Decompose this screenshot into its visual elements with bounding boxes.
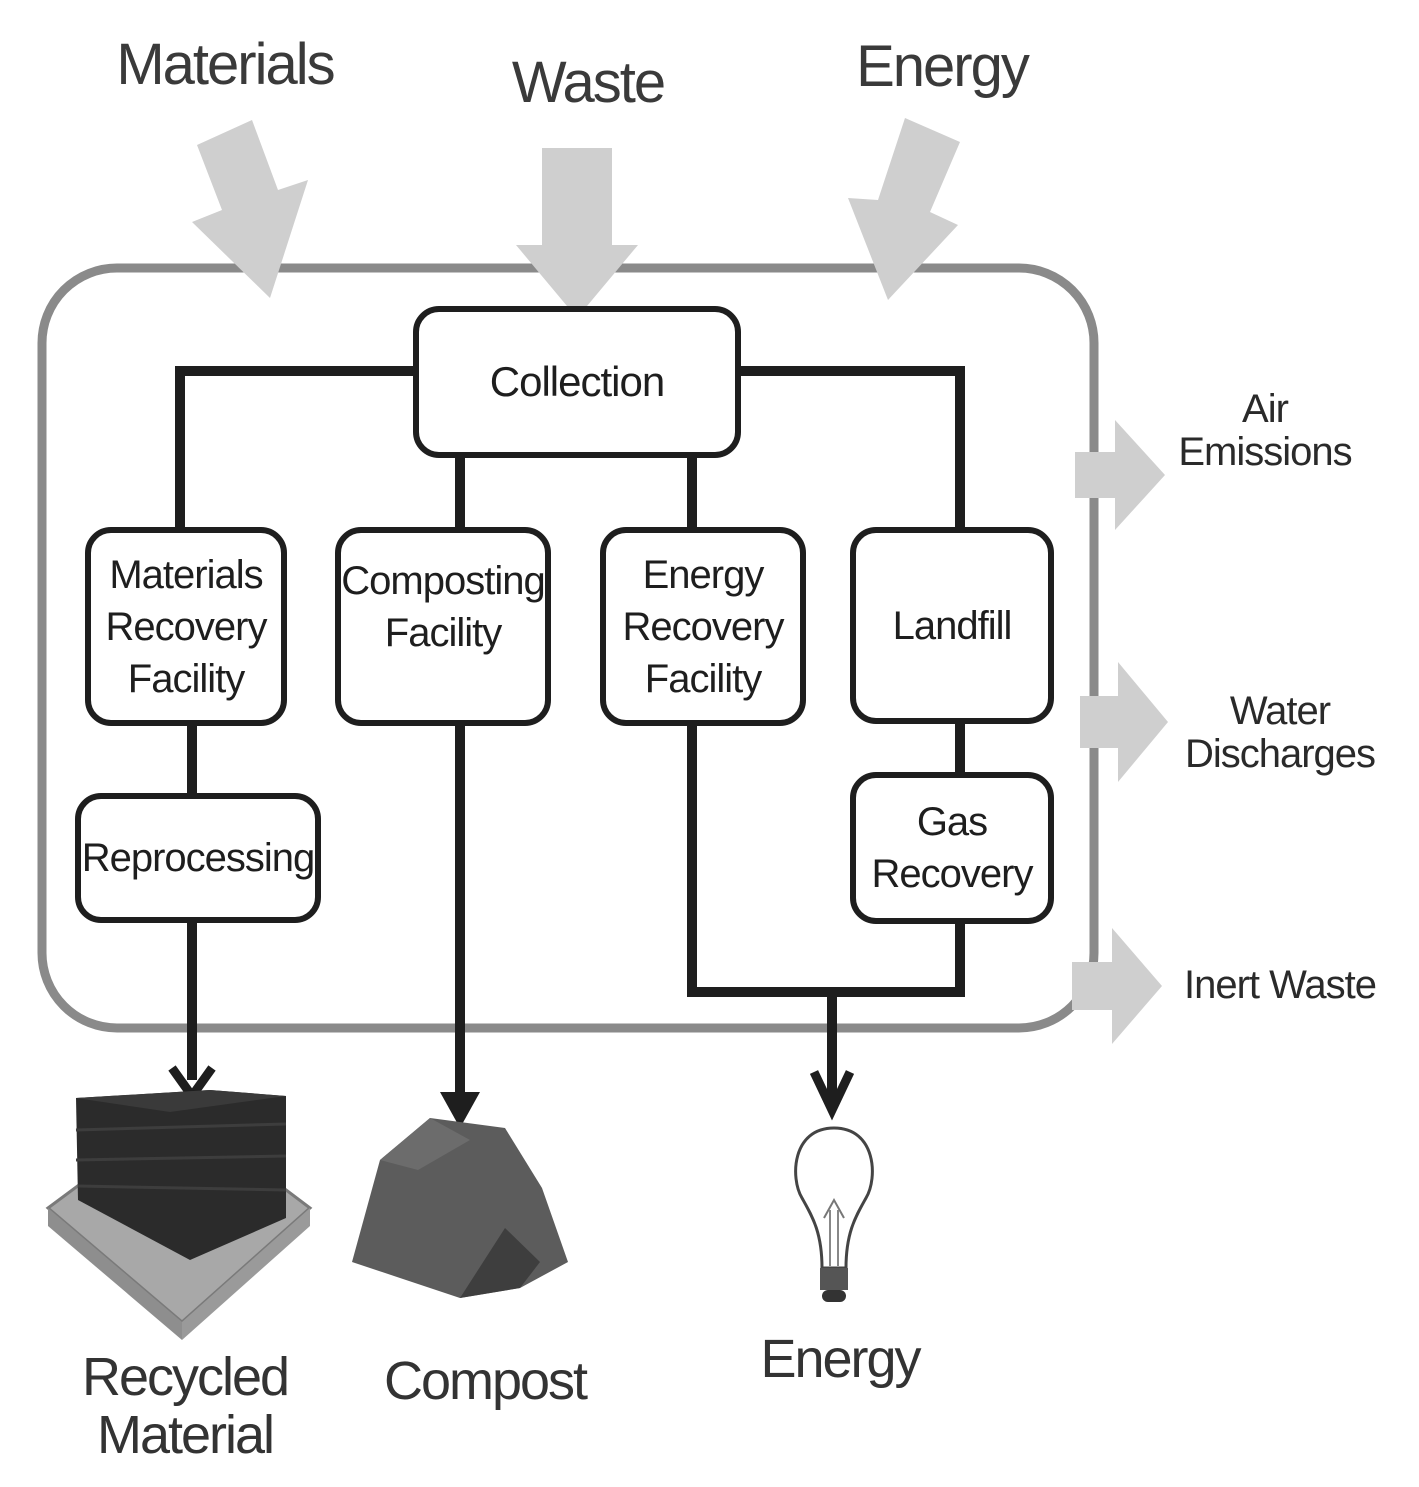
materials-recovery-facility-node: Materials Recovery Facility: [85, 527, 287, 726]
water-discharges-label: Water Discharges: [1165, 689, 1395, 777]
line-energy-merge: [687, 724, 965, 997]
compost-arrowhead: [440, 1092, 480, 1128]
gas-recovery-label-line1: Gas: [916, 800, 988, 844]
waste-inflow-arrow: [516, 148, 638, 318]
air-emissions-label: Air Emissions: [1160, 387, 1370, 475]
gas-recovery-node: Gas Recovery: [850, 772, 1054, 924]
flow-lines: [175, 366, 965, 1110]
line-collection-mrf: [175, 366, 416, 530]
gas-recovery-label-line2: Recovery: [871, 852, 1034, 896]
recycled-material-line2: Material: [96, 1405, 275, 1466]
light-bulb-icon: [794, 1126, 874, 1302]
inert-waste-label: Inert Waste: [1183, 963, 1377, 1007]
erf-label-line2: Recovery: [622, 604, 785, 649]
energy-input-label: Energy: [856, 34, 1030, 99]
collection-label: Collection: [489, 357, 665, 405]
materials-inflow-arrow: [192, 120, 308, 298]
materials-input-label: Materials: [116, 32, 335, 97]
erf-label-line3: Facility: [644, 656, 762, 701]
water-discharges-line2: Discharges: [1184, 732, 1376, 777]
composting-label-line1: Composting: [341, 558, 545, 603]
reprocessing-label: Reprocessing: [81, 836, 316, 880]
energy-output-label: Energy: [760, 1329, 921, 1389]
inert-waste-arrow: [1072, 928, 1162, 1044]
water-discharges-line1: Water: [1229, 689, 1331, 733]
reprocessing-node: Reprocessing: [75, 793, 321, 923]
recycled-bale-icon: [45, 1090, 313, 1340]
water-discharges-arrow: [1080, 662, 1168, 782]
air-emissions-line2: Emissions: [1178, 430, 1352, 475]
erf-label-line1: Energy: [642, 552, 765, 597]
recycled-material-label: Recycled Material: [70, 1348, 300, 1465]
mrf-label-line3: Facility: [127, 656, 245, 701]
air-emissions-arrow: [1075, 420, 1165, 530]
composting-facility-node: Composting Facility: [335, 527, 551, 726]
compost-pile-icon: [352, 1118, 568, 1298]
collection-node: Collection: [413, 306, 741, 458]
energy-recovery-facility-node: Energy Recovery Facility: [600, 527, 806, 726]
mrf-label-line1: Materials: [109, 552, 263, 597]
landfill-node: Landfill: [850, 527, 1054, 724]
recycled-material-line1: Recycled: [81, 1347, 290, 1407]
composting-label-line2: Facility: [384, 610, 502, 655]
line-collection-landfill: [738, 366, 965, 530]
compost-label: Compost: [383, 1351, 588, 1411]
energy-arrowhead: [809, 1070, 855, 1121]
air-emissions-line1: Air: [1242, 387, 1289, 431]
landfill-label: Landfill: [892, 603, 1013, 648]
waste-input-label: Waste: [511, 50, 666, 115]
mrf-label-line2: Recovery: [105, 604, 268, 649]
energy-inflow-arrow: [848, 118, 960, 300]
